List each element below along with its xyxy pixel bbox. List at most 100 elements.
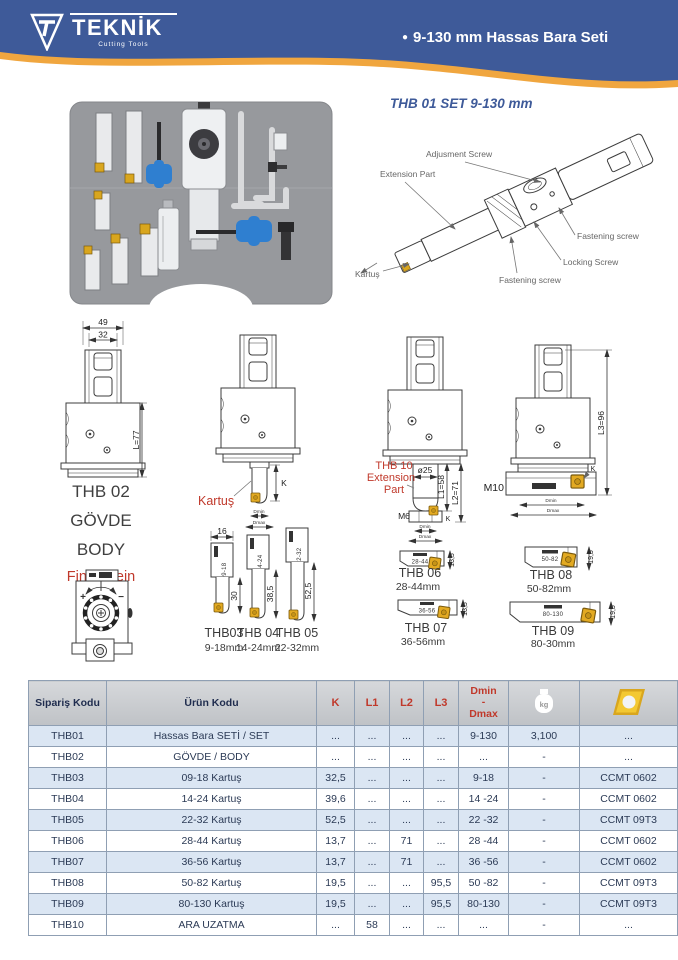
cell-l3: ...	[423, 809, 459, 831]
svg-text:Dmax: Dmax	[419, 534, 432, 540]
header-l2: L2	[389, 680, 424, 726]
table-row: THB06 28-44 Kartuş 13,7 ... 71 ... 28 -4…	[28, 830, 678, 852]
header-k: K	[316, 680, 355, 726]
svg-text:THB 04: THB 04	[237, 626, 279, 640]
svg-text:50-82mm: 50-82mm	[527, 583, 572, 595]
svg-text:30: 30	[229, 591, 239, 601]
page-title: ●9-130 mm Hassas Bara Seti	[402, 29, 608, 46]
drawing-thb08: 50-82 19,5 THB 08 50-82mm	[524, 546, 595, 595]
svg-text:Dmax: Dmax	[547, 508, 560, 514]
header-insert	[579, 680, 678, 726]
svg-text:22-32: 22-32	[297, 547, 303, 564]
cell-name: 22-32 Kartuş	[106, 809, 317, 831]
cell-code: THB02	[28, 746, 107, 768]
cell-dmin-dmax: ...	[458, 746, 509, 768]
table-body: THB01 Hassas Bara SETİ / SET ... ... ...…	[28, 725, 678, 936]
svg-text:14-24: 14-24	[258, 554, 264, 571]
bullet-icon: ●	[402, 32, 409, 43]
drawing-big-head: M10 L3=96 K Dmin Dmax	[484, 344, 612, 518]
cell-weight: -	[508, 767, 580, 789]
cell-l2: ...	[389, 746, 424, 768]
cell-l3: ...	[423, 788, 459, 810]
header-l3: L3	[423, 680, 459, 726]
table-row: THB10 ARA UZATMA ... 58 ... ... ... - ..…	[28, 914, 678, 936]
boring-bar	[83, 223, 159, 291]
cell-name: 80-130 Kartuş	[106, 893, 317, 915]
svg-text:52,5: 52,5	[303, 582, 313, 599]
svg-text:80-30mm: 80-30mm	[531, 638, 576, 650]
cell-dmin-dmax: 36 -56	[458, 851, 509, 873]
svg-text:BODY: BODY	[77, 540, 125, 559]
cell-l2: ...	[389, 725, 424, 747]
header-dmin-dmax: Dmin - Dmax	[458, 680, 509, 726]
cell-l1: ...	[354, 767, 390, 789]
cell-name: 36-56 Kartuş	[106, 851, 317, 873]
weight-kg-icon: kg	[535, 689, 553, 713]
cell-insert: ...	[579, 914, 678, 936]
cell-insert: CCMT 0602	[579, 851, 678, 873]
drawing-thb02: 49 32 L=77 THB 02 GÖVDE BODY Fine / Fein	[60, 317, 147, 585]
svg-text:Extension: Extension	[367, 472, 415, 484]
cell-l1: ...	[354, 851, 390, 873]
svg-text:Dmin: Dmin	[253, 509, 265, 515]
cell-code: THB10	[28, 914, 107, 936]
cell-k: ...	[316, 746, 355, 768]
cell-l3: ...	[423, 767, 459, 789]
svg-text:THB 02: THB 02	[72, 482, 130, 501]
cell-insert: CCMT 0602	[579, 788, 678, 810]
cell-l1: ...	[354, 872, 390, 894]
cell-k: ...	[316, 725, 355, 747]
svg-text:14-24mm: 14-24mm	[236, 642, 281, 654]
dmax-line: Dmax	[469, 707, 498, 720]
header-urun-kodu: Ürün Kodu	[106, 680, 317, 726]
cell-name: 50-82 Kartuş	[106, 872, 317, 894]
cell-l3: ...	[423, 746, 459, 768]
svg-text:28-44mm: 28-44mm	[396, 581, 441, 593]
boring-head-isometric	[394, 133, 654, 273]
screw	[268, 162, 287, 172]
cell-insert: ...	[579, 725, 678, 747]
svg-text:L3=96: L3=96	[596, 411, 606, 435]
cell-weight: -	[508, 893, 580, 915]
cell-insert: CCMT 09T3	[579, 872, 678, 894]
svg-text:GÖVDE: GÖVDE	[70, 511, 131, 530]
cell-l2: ...	[389, 893, 424, 915]
drawing-thb06: 28-44 13,5 THB 06 28-44mm	[396, 550, 456, 593]
cell-insert: CCMT 0602	[579, 767, 678, 789]
hex-key	[231, 111, 289, 209]
svg-text:K: K	[446, 516, 451, 523]
svg-text:Dmin: Dmin	[419, 524, 431, 530]
cell-code: THB04	[28, 788, 107, 810]
table-row: THB08 50-82 Kartuş 19,5 ... ... 95,5 50 …	[28, 872, 678, 894]
cell-k: 52,5	[316, 809, 355, 831]
svg-text:THB 05: THB 05	[276, 626, 318, 640]
svg-text:36-56mm: 36-56mm	[401, 636, 446, 648]
boring-bar	[93, 110, 143, 231]
svg-text:50-82: 50-82	[542, 557, 559, 563]
cell-weight: -	[508, 809, 580, 831]
cell-code: THB03	[28, 767, 107, 789]
cell-l3: 95,5	[423, 893, 459, 915]
cell-insert: CCMT 09T3	[579, 809, 678, 831]
cell-k: 32,5	[316, 767, 355, 789]
svg-text:Dmin: Dmin	[545, 498, 557, 504]
cell-dmin-dmax: 9-130	[458, 725, 509, 747]
drawing-thb03: 16 09-18 30 THB03 9-18mm	[205, 526, 244, 654]
label-extension-part: Extension Part	[380, 169, 436, 179]
cell-l2: ...	[389, 788, 424, 810]
cell-dmin-dmax: 9-18	[458, 767, 509, 789]
svg-text:THB 09: THB 09	[532, 624, 574, 638]
cell-l1: ...	[354, 809, 390, 831]
cell-code: THB09	[28, 893, 107, 915]
cell-insert: ...	[579, 746, 678, 768]
drawing-thb09: 80-130 19,5 THB 09 80-30mm	[509, 601, 617, 650]
cell-l3: ...	[423, 830, 459, 852]
cell-k: 39,6	[316, 788, 355, 810]
cell-l1: ...	[354, 788, 390, 810]
cell-l1: 58	[354, 914, 390, 936]
svg-text:13,5: 13,5	[462, 602, 469, 616]
torx-key	[196, 216, 272, 246]
clamp-screw	[278, 222, 294, 260]
cell-l3: ...	[423, 725, 459, 747]
